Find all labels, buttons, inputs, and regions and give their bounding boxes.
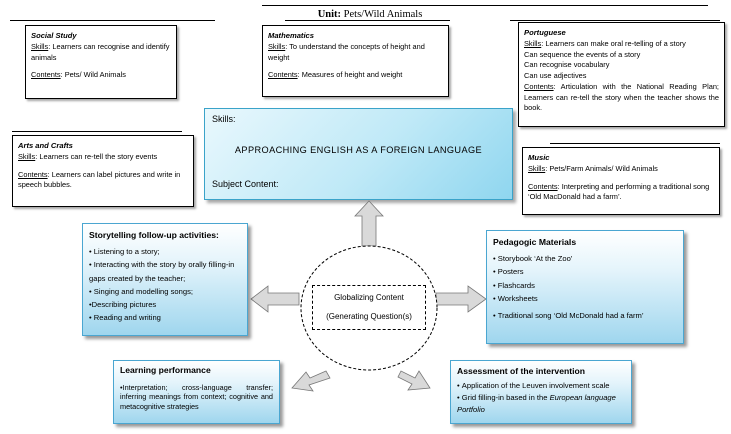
arts-crafts-title: Arts and Crafts <box>18 141 73 150</box>
central-skills-label: Skills: <box>212 114 236 124</box>
list-item: Storybook ‘At the Zoo’ <box>493 252 677 265</box>
social-study-box: Social Study Skills: Learners can recogn… <box>25 25 177 99</box>
social-study-skills: Skills: Learners can recognise and ident… <box>31 42 170 62</box>
portuguese-line: Can recognise vocabulary <box>524 60 610 70</box>
portuguese-title: Portuguese <box>524 28 566 37</box>
portuguese-line: Can sequence the events of a story <box>524 49 641 59</box>
portuguese-contents: Contents: Articulation with the National… <box>524 81 719 113</box>
up-arrow-icon <box>354 200 384 247</box>
storytelling-title: Storytelling follow-up activities: <box>89 230 219 240</box>
storytelling-box: Storytelling follow-up activities: Liste… <box>82 223 248 336</box>
arts-crafts-contents: Contents: Learners can label pictures an… <box>18 169 181 190</box>
list-item: Traditional song ‘Old McDonald had a far… <box>493 309 677 322</box>
learning-text: •Interpretation; cross-language transfer… <box>120 382 273 412</box>
list-item: Flashcards <box>493 279 677 292</box>
music-title: Music <box>528 153 550 162</box>
down-left-arrow-icon <box>291 370 331 392</box>
list-item: Interacting with the story by orally fil… <box>89 258 241 285</box>
learning-title: Learning performance <box>120 365 211 375</box>
assessment-box: Assessment of the intervention Applicati… <box>450 360 632 424</box>
music-box: Music Skills: Pets/Farm Animals/ Wild An… <box>522 147 720 215</box>
list-item: Singing and modelling songs; <box>89 285 241 298</box>
social-study-title: Social Study <box>31 31 77 40</box>
list-item: Posters <box>493 265 677 278</box>
left-arrow-icon <box>250 285 300 313</box>
social-study-contents: Contents: Pets/ Wild Animals <box>31 70 126 80</box>
list-item: Application of the Leuven involvement sc… <box>457 380 625 392</box>
music-skills: Skills: Pets/Farm Animals/ Wild Animals <box>528 164 658 173</box>
music-contents: Contents: Interpreting and performing a … <box>528 181 710 202</box>
down-right-arrow-icon <box>397 370 431 391</box>
portuguese-skills: Skills: Learners can make oral re-tellin… <box>524 39 686 48</box>
arts-crafts-box: Arts and Crafts Skills: Learners can re-… <box>12 135 194 207</box>
pedagogic-title: Pedagogic Materials <box>493 237 577 247</box>
list-item: •Describing pictures <box>89 300 157 310</box>
arts-crafts-skills: Skills: Learners can re-tell the story e… <box>18 152 158 161</box>
central-skills-box: Skills: APPROACHING ENGLISH AS A FOREIGN… <box>204 108 513 200</box>
globalizing-content-box: Globalizing Content (Generating Question… <box>312 285 426 330</box>
globalizing-line1: Globalizing Content <box>334 293 404 302</box>
subject-content-label: Subject Content: <box>212 179 279 189</box>
pedagogic-materials-box: Pedagogic Materials Storybook ‘At the Zo… <box>486 230 684 344</box>
list-item: Grid filling-in based in the European la… <box>457 392 625 416</box>
central-title: APPROACHING ENGLISH AS A FOREIGN LANGUAG… <box>234 145 483 155</box>
portuguese-line: Can use adjectives <box>524 71 587 81</box>
list-item: Listening to a story; <box>89 245 241 258</box>
learning-performance-box: Learning performance •Interpretation; cr… <box>113 360 280 424</box>
list-item: Reading and writing <box>89 311 241 324</box>
mathematics-contents: Contents: Measures of height and weight <box>268 70 403 80</box>
portuguese-box: Portuguese Skills: Learners can make ora… <box>518 22 725 127</box>
right-arrow-icon <box>435 285 487 313</box>
mathematics-title: Mathematics <box>268 31 315 40</box>
unit-topic: Pets/Wild Animals <box>343 9 423 20</box>
globalizing-line2: (Generating Question(s) <box>326 312 412 321</box>
unit-title: Unit: Pets/Wild Animals <box>317 9 423 20</box>
mathematics-skills: Skills: To understand the concepts of he… <box>268 42 425 62</box>
unit-label: Unit <box>317 9 338 20</box>
assessment-title: Assessment of the intervention <box>457 366 585 376</box>
list-item: Worksheets <box>493 292 677 305</box>
mathematics-box: Mathematics Skills: To understand the co… <box>262 25 449 97</box>
